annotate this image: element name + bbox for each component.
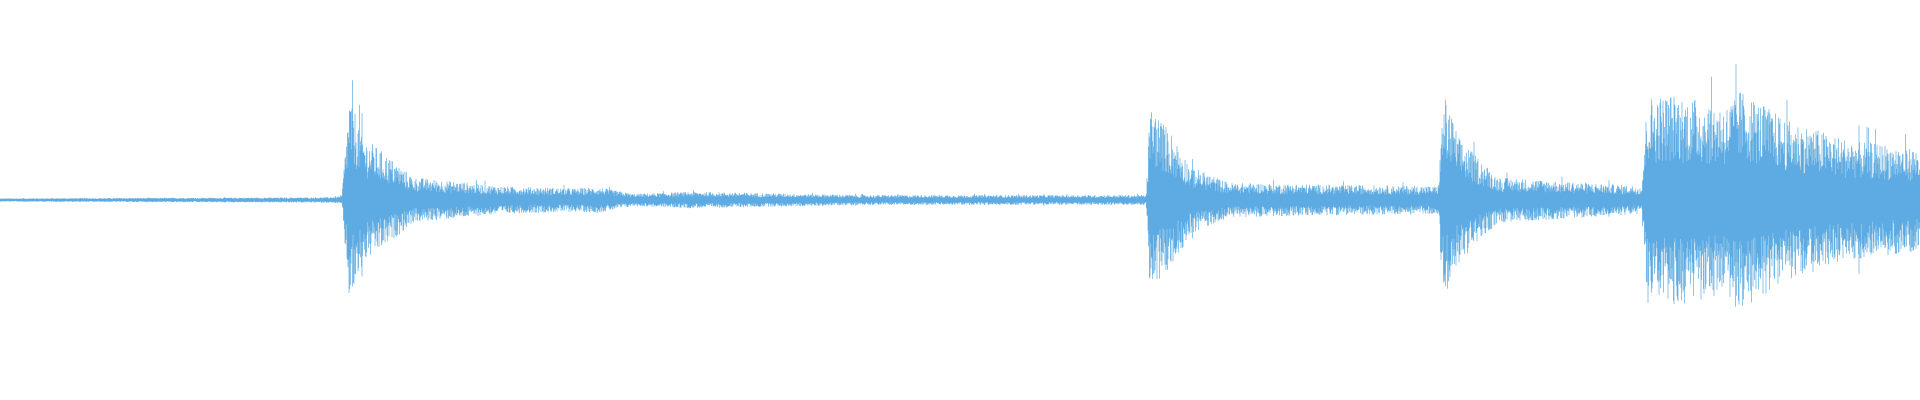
waveform-trace [0, 64, 1920, 307]
waveform-samples [0, 64, 1920, 307]
